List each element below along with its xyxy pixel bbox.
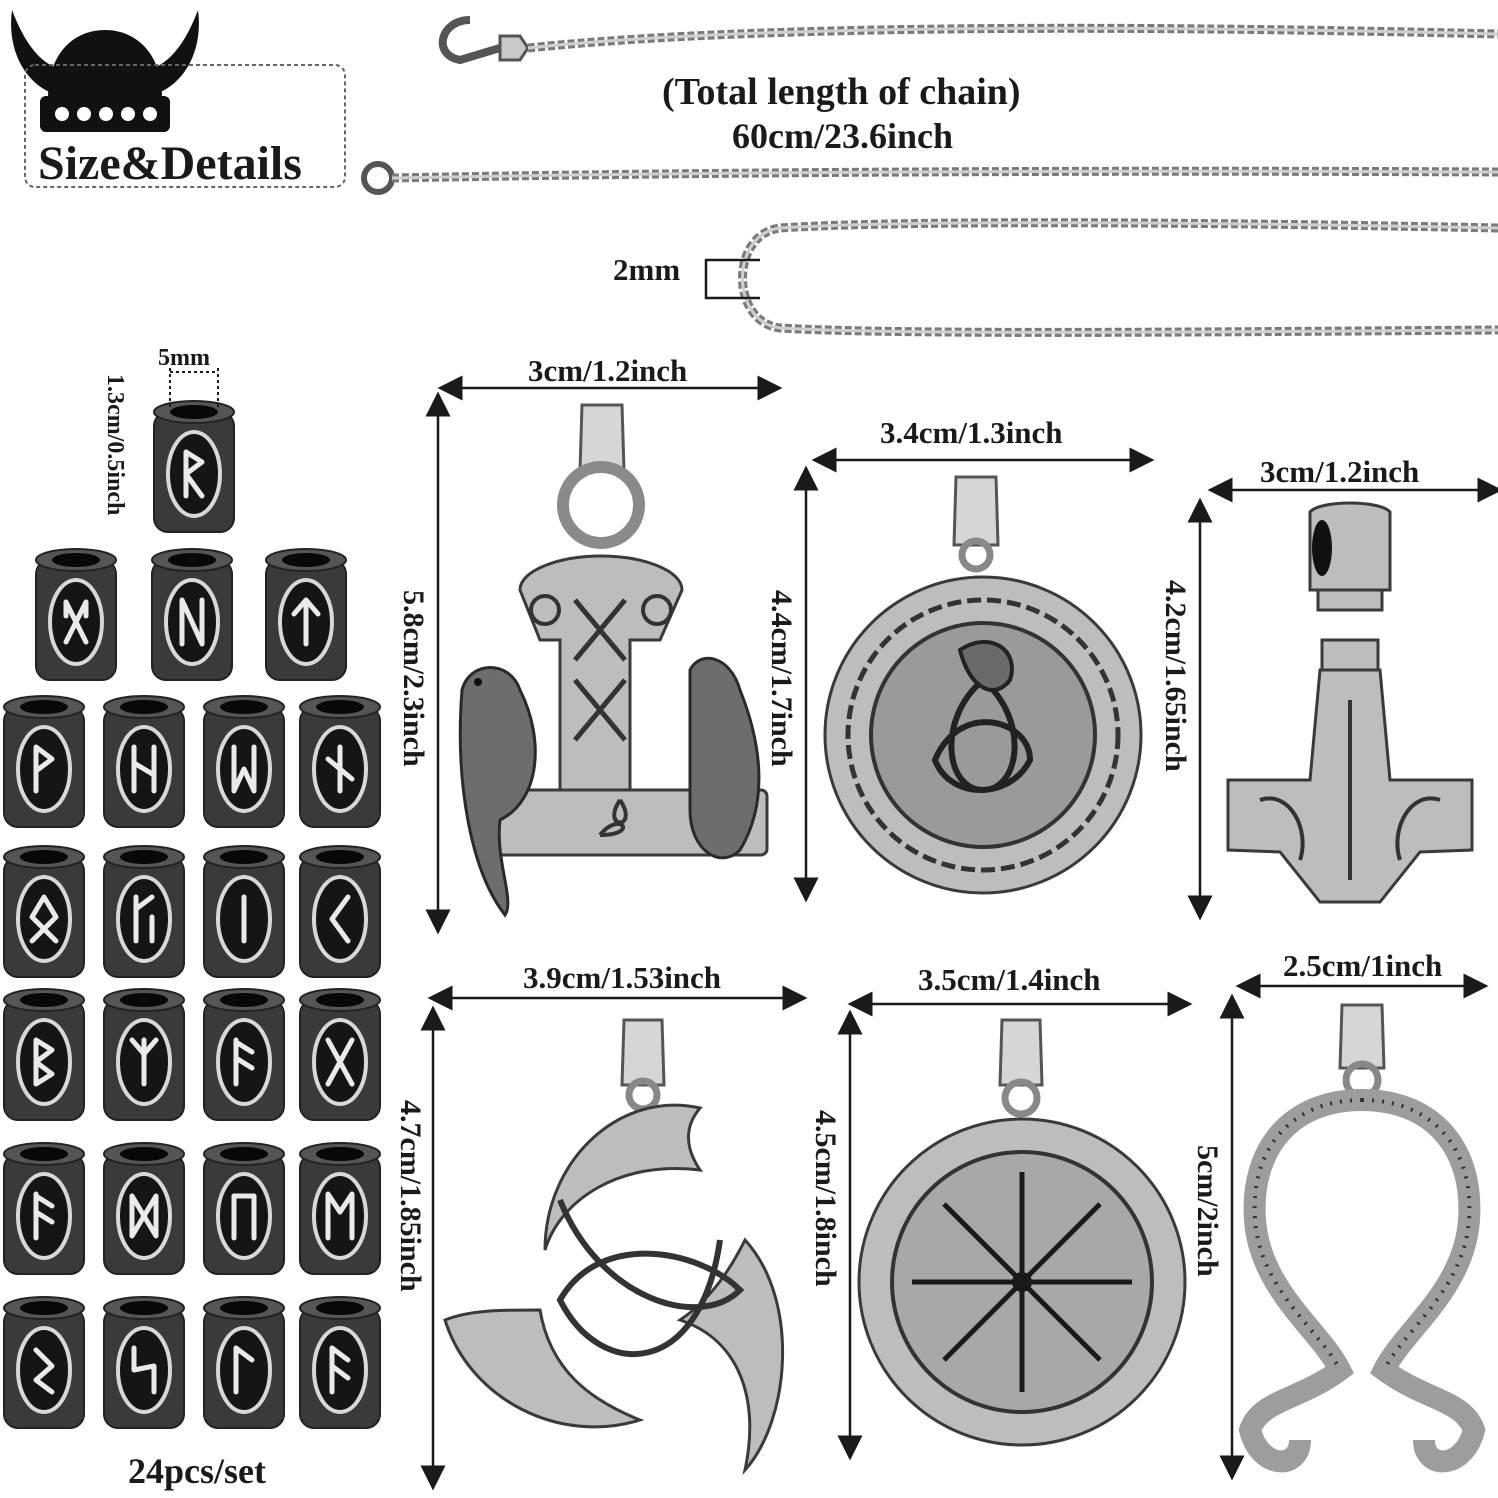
rune-bead bbox=[3, 695, 85, 828]
rune-bead bbox=[3, 845, 85, 978]
rune-bead bbox=[203, 1296, 285, 1429]
rune-glyph bbox=[33, 1347, 55, 1395]
pendant-2-height: 4.4cm/1.7inch bbox=[765, 590, 798, 767]
rune-glyph bbox=[329, 894, 351, 944]
rune-bead bbox=[299, 845, 381, 978]
mjolnir-hammer-pendant bbox=[1226, 501, 1474, 904]
rune-glyph bbox=[325, 1037, 355, 1087]
chain-thickness-label: 2mm bbox=[613, 252, 681, 287]
rune-glyph bbox=[233, 1037, 255, 1087]
bead-width-marker bbox=[169, 368, 219, 410]
lobster-clasp bbox=[438, 16, 502, 65]
rune-glyph bbox=[29, 894, 59, 944]
troll-cross-pendant bbox=[1238, 1003, 1486, 1473]
rune-glyph bbox=[33, 1191, 55, 1241]
rune-bead bbox=[103, 845, 185, 978]
pendant-6-width: 2.5cm/1inch bbox=[1283, 948, 1443, 983]
rune-glyph bbox=[325, 1191, 355, 1241]
rune-bead bbox=[203, 695, 285, 828]
rune-bead bbox=[203, 845, 285, 978]
pendant-2-width: 3.4cm/1.3inch bbox=[880, 415, 1063, 450]
pendant-1-width: 3cm/1.2inch bbox=[528, 353, 688, 388]
rune-bead bbox=[103, 988, 185, 1121]
rune-bead bbox=[3, 1142, 85, 1275]
size-details-badge: Size&Details bbox=[38, 137, 302, 190]
thors-hammer-ravens-pendant bbox=[458, 403, 769, 918]
rune-bead bbox=[103, 1142, 185, 1275]
rune-glyph bbox=[131, 1345, 157, 1395]
rune-glyph bbox=[231, 1193, 257, 1241]
rune-bead bbox=[151, 548, 233, 681]
pendant-5-width: 3.5cm/1.4inch bbox=[918, 962, 1101, 997]
rune-bead bbox=[3, 988, 85, 1121]
rune-bead bbox=[299, 1142, 381, 1275]
chain-caption-line1: (Total length of chain) bbox=[662, 71, 1021, 113]
rune-glyph bbox=[233, 1345, 255, 1395]
pendant-6-height: 5cm/2inch bbox=[1191, 1145, 1224, 1277]
bead-count-label: 24pcs/set bbox=[128, 1451, 266, 1491]
rune-bead bbox=[203, 988, 285, 1121]
rune-glyph bbox=[63, 599, 89, 645]
vegvisir-compass-pendant bbox=[857, 1018, 1187, 1447]
rune-bead bbox=[299, 988, 381, 1121]
chain-caption-line2: 60cm/23.6inch bbox=[732, 116, 953, 156]
celtic-dragon-medallion-pendant bbox=[823, 475, 1143, 895]
pendant-1-height: 5.8cm/2.3inch bbox=[397, 590, 430, 767]
rune-glyph bbox=[33, 744, 55, 794]
pendant-4-width: 3.9cm/1.53inch bbox=[523, 960, 722, 995]
rune-glyph bbox=[231, 744, 257, 794]
rune-bead bbox=[3, 1296, 85, 1429]
rune-glyph bbox=[179, 597, 205, 647]
pendant-3-width: 3cm/1.2inch bbox=[1260, 454, 1420, 489]
rune-glyph bbox=[129, 1037, 159, 1087]
rune-bead bbox=[153, 400, 235, 533]
rune-bead bbox=[203, 1142, 285, 1275]
rune-glyph bbox=[329, 1345, 351, 1395]
rune-glyph bbox=[129, 1193, 159, 1239]
rune-bead bbox=[299, 695, 381, 828]
rune-bead bbox=[35, 548, 117, 681]
triple-horn-odin-pendant bbox=[443, 1018, 785, 1476]
rune-bead bbox=[103, 695, 185, 828]
rune-glyph bbox=[291, 597, 321, 647]
pendant-5-height: 4.5cm/1.8inch bbox=[809, 1110, 842, 1287]
pendant-4-height: 4.7cm/1.85inch bbox=[394, 1100, 427, 1292]
rune-glyph bbox=[131, 744, 157, 794]
rune-glyph bbox=[33, 1037, 55, 1087]
pendant-3-height: 4.2cm/1.65inch bbox=[1159, 580, 1192, 772]
bead-width-label: 5mm bbox=[158, 345, 210, 371]
rune-bead bbox=[265, 548, 347, 681]
rune-bead bbox=[299, 1296, 381, 1429]
dimension-arrows bbox=[420, 375, 1498, 1491]
rune-bead bbox=[103, 1296, 185, 1429]
rune-glyph bbox=[133, 894, 155, 944]
rune-glyph bbox=[183, 449, 205, 499]
rune-glyph bbox=[325, 744, 355, 794]
